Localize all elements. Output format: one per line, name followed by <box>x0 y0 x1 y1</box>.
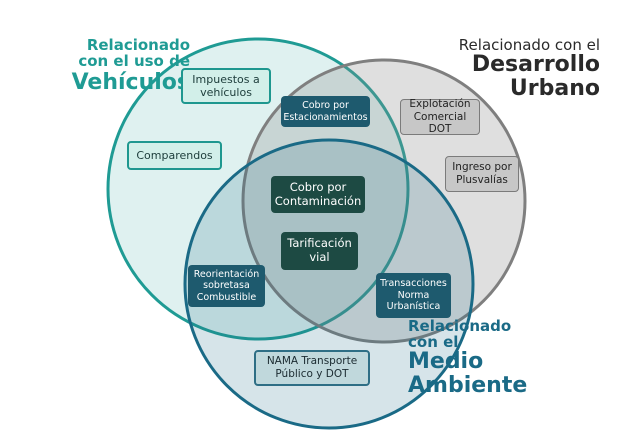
item-label: Comparendos <box>136 148 213 162</box>
item-transacciones-norma: Transacciones Norma Urbanística <box>376 273 451 318</box>
item-reorientacion-sobretasa: Reorientación sobretasa Combustible <box>188 265 265 307</box>
set-title-line: Ambiente <box>408 373 528 399</box>
item-label: Impuestos a vehículos <box>192 72 260 99</box>
item-label: Cobro por Estacionamientos <box>283 100 368 123</box>
set-title-line: Urbano <box>509 75 600 101</box>
item-label: Ingreso por Plusvalías <box>452 161 512 186</box>
item-label: Cobro por Contaminación <box>274 179 362 208</box>
item-cobro-estacionamientos: Cobro por Estacionamientos <box>281 96 370 127</box>
set-title-line: Vehículos <box>71 70 190 96</box>
set-title-line: con el <box>408 333 459 352</box>
item-label: Explotación Comercial DOT <box>409 98 471 136</box>
item-label: Reorientación sobretasa Combustible <box>193 268 260 303</box>
item-cobro-contaminacion: Cobro por Contaminación <box>271 176 365 213</box>
item-impuestos-vehiculos: Impuestos a vehículos <box>181 68 271 104</box>
set-title-line: Medio <box>408 349 484 375</box>
set-title-line: Desarrollo <box>471 52 600 78</box>
item-tarificacion-vial: Tarificación vial <box>281 232 358 270</box>
set-title-line: Relacionado <box>86 36 190 54</box>
set-title-line: Relacionado con el <box>458 36 600 54</box>
set-title-line: con el uso de <box>78 52 190 71</box>
item-nama-transporte: NAMA Transporte Público y DOT <box>254 350 370 386</box>
set-title-desarrollo-urbano: Relacionado con el Desarrollo Urbano <box>459 37 600 101</box>
item-explotacion-comercial: Explotación Comercial DOT <box>400 98 480 136</box>
item-ingreso-plusvalias: Ingreso por Plusvalías <box>445 156 519 192</box>
item-label: NAMA Transporte Público y DOT <box>266 355 358 380</box>
set-title-vehiculos: Relacionado con el uso de Vehículos <box>20 37 190 95</box>
set-title-line: Relacionado <box>408 317 512 335</box>
item-label: Transacciones Norma Urbanística <box>380 278 447 313</box>
set-title-medio-ambiente: Relacionado con el Medio Ambiente <box>408 318 527 398</box>
item-comparendos: Comparendos <box>127 141 222 170</box>
item-label: Tarificación vial <box>287 236 352 264</box>
